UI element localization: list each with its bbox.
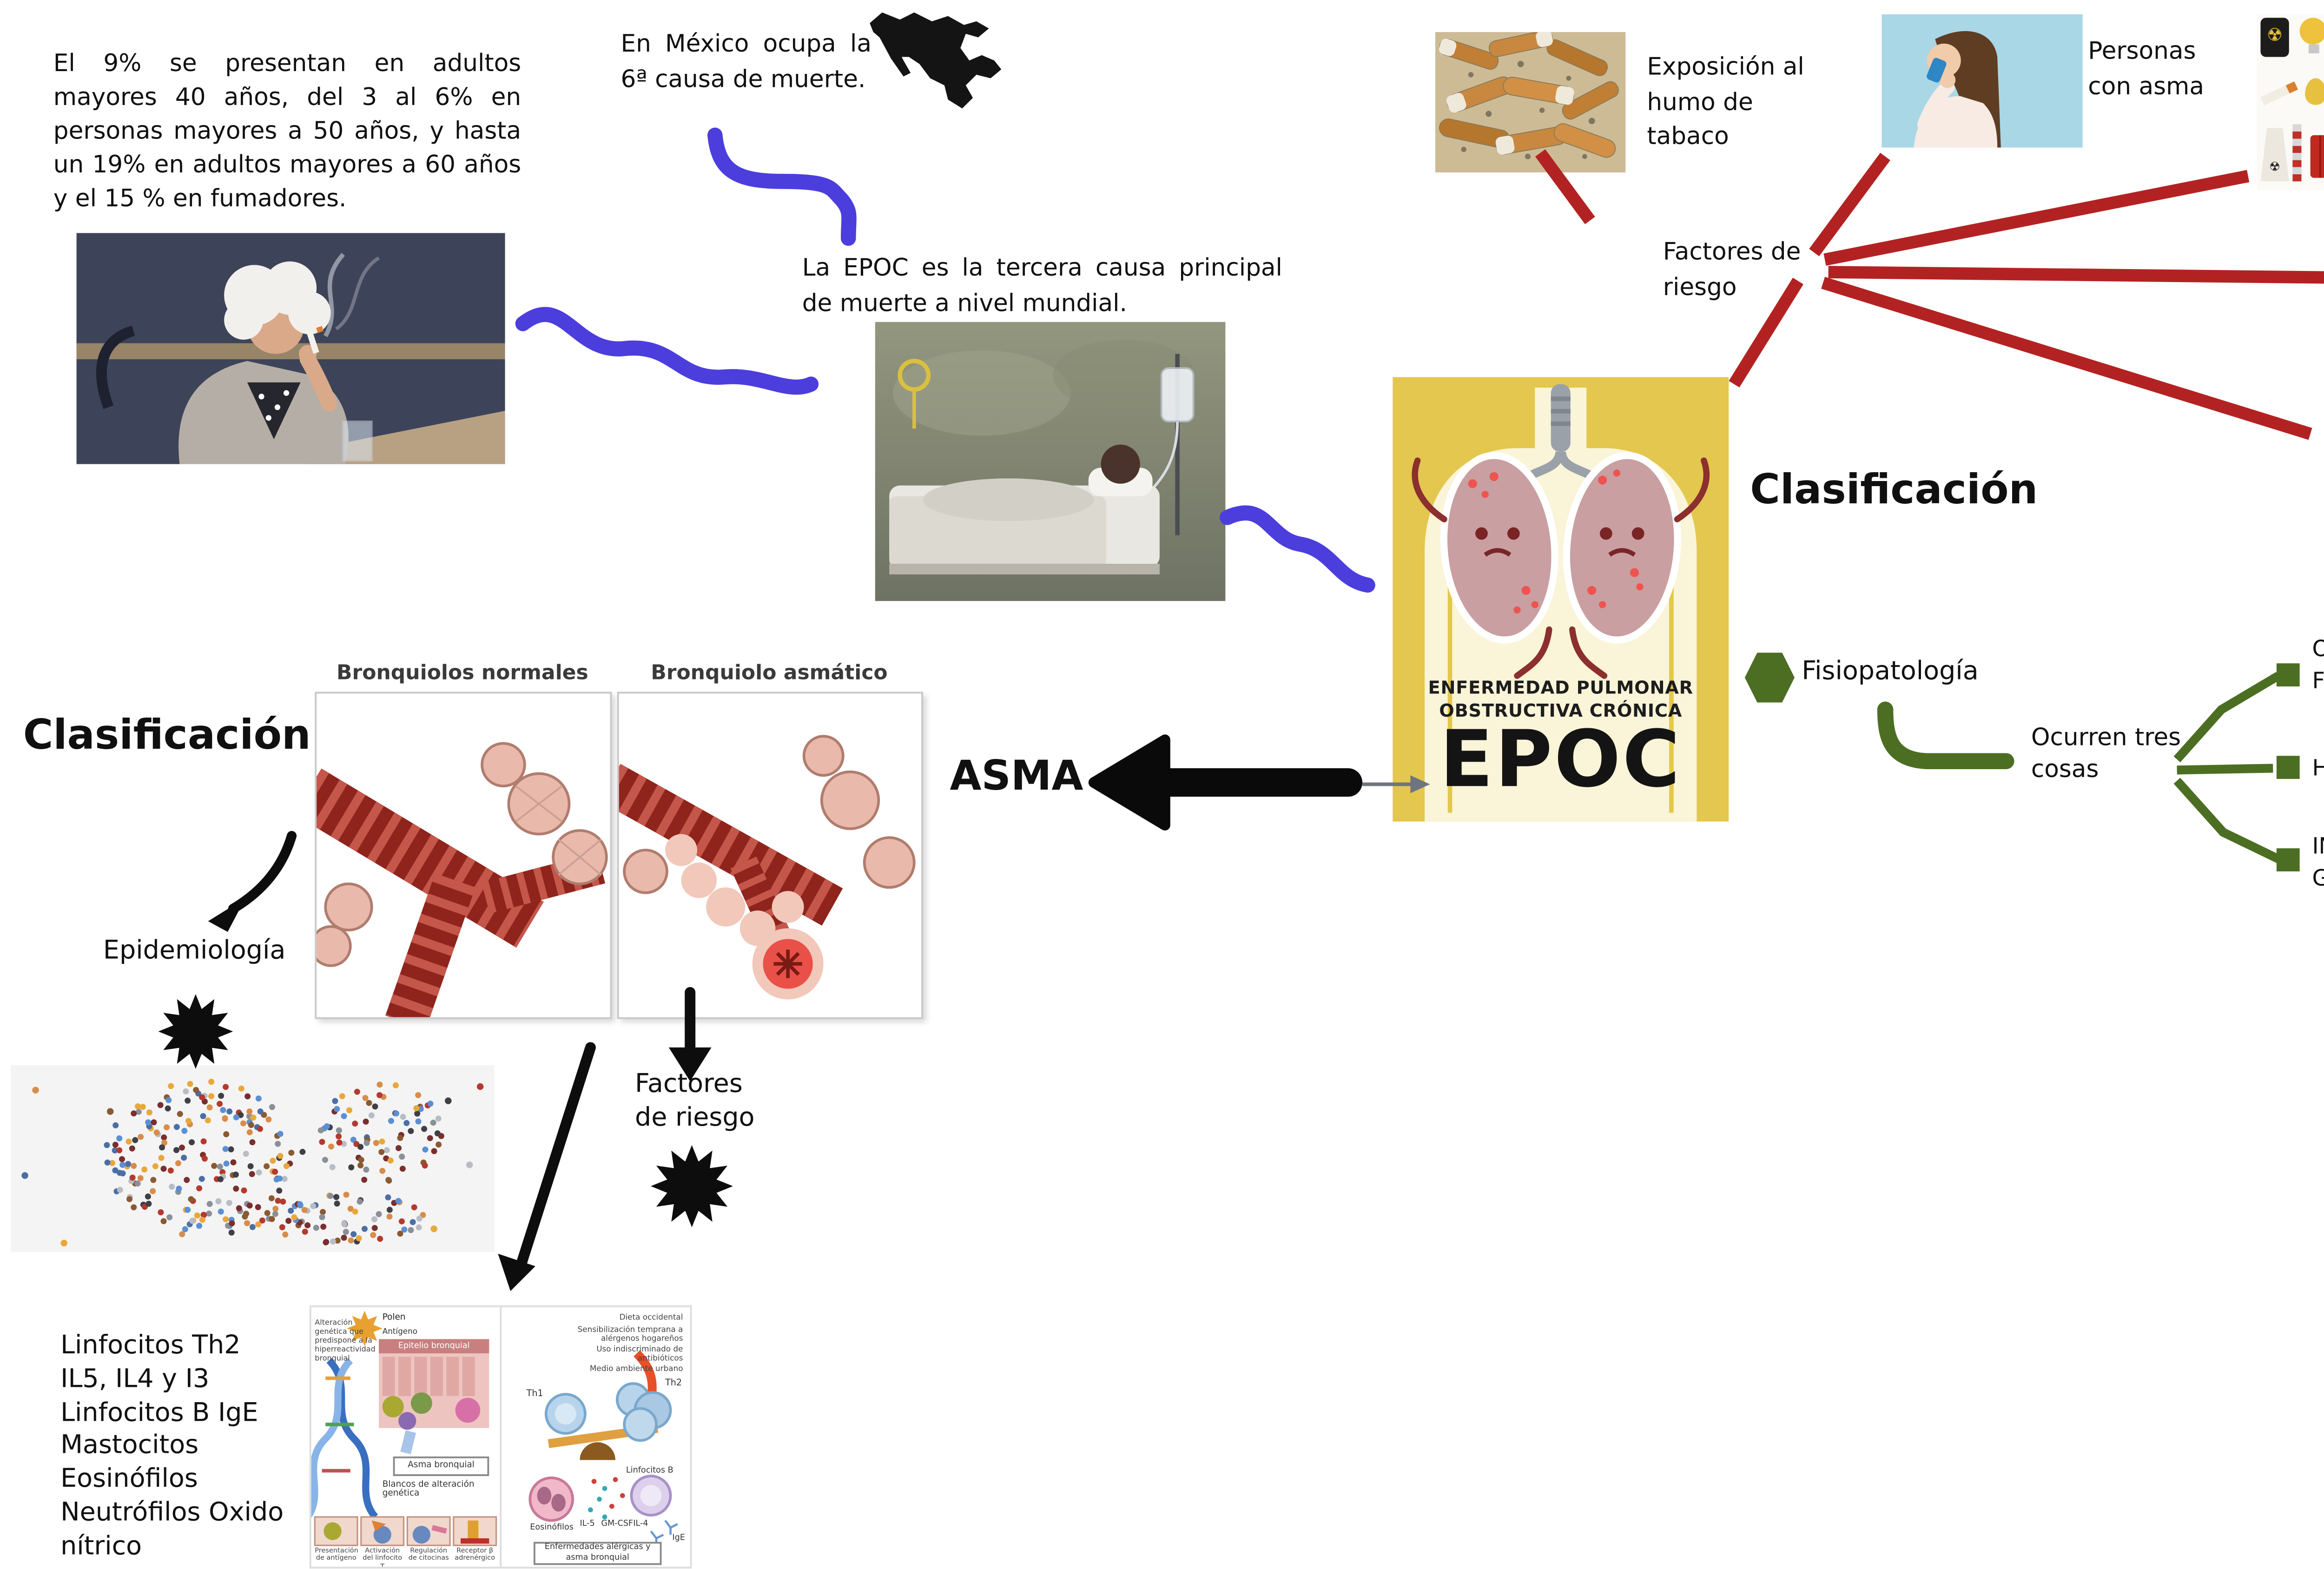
lightbulb-base [2308,44,2319,53]
right-pathway-th1: Th1 [526,1389,543,1400]
hexagon-icon [1744,653,1795,703]
cigarette-icon [2260,81,2298,105]
green-curve-connector [1877,701,2014,769]
right-pathway-linfocitosb: Linfocitos B [626,1467,673,1476]
outcome-hiperinflacion: HIPERINFLACIÓN [2312,752,2324,784]
right-pathway-th2: Th2 [665,1378,682,1389]
oil-drop-icon [2305,78,2324,105]
asma-arrow-head-icon [1088,734,1170,831]
connector-hospital-to-epoc [1220,505,1375,593]
panel-caption: Regulación de citocinas [408,1545,449,1562]
photo-fumadora-mayor [76,233,505,464]
mexico-note: En México ocupa la 6ª causa de muerte. [621,30,872,93]
diagonal-arrow-head-icon [498,1253,535,1292]
panel-caption: Presentación de antígeno [315,1545,358,1562]
cooling-tower-icon: ☢ [2260,128,2289,182]
mediadores-line: nítrico [60,1532,142,1561]
heading-clasificacion-asma: Clasificación [23,713,311,759]
figura-bronquiolo-asmatico [617,692,923,1019]
figura-patogenia-asma: Alteración genética que predispone a la … [309,1305,502,1569]
right-pathway-note: Medio ambiente urbano [589,1365,683,1375]
red-link-asthma [1809,152,1890,257]
photo-mujer-inhalador [1882,14,2083,148]
diagonal-arrow-mediadores [515,1042,596,1270]
green-branch-3 [2173,778,2280,863]
outcome-obstruccion: OBSTRUCCION DE FLUJO DEL AIRE [2312,635,2324,693]
mediadores-line: Eosinófilos [60,1465,198,1494]
dynamite-icon [2310,135,2324,178]
caption-bronquiolos-normales: Bronquiolos normales [336,659,588,685]
stats-paragraph: El 9% se presentan en adultos mayores 40… [53,50,522,214]
clipart-sustancias-peligrosas: ☢ ✶ ☢ ☣ ☢ ☣ ☠ [2257,14,2324,191]
connector-smoker-to-hospital [515,307,819,395]
label-fisiopatologia: Fisiopatología [1802,658,1979,687]
left-pathway-blancos: Blancos de alteración genética [382,1481,475,1499]
label-epidemiologia: Epidemiología [103,937,286,966]
green-branch-1 [2173,672,2281,763]
curved-arrow-head-icon [208,898,246,932]
poster-epoc: ENFERMEDAD PULMONAR OBSTRUCTIVA CRÓNICA … [1393,377,1729,822]
right-pathway-note: Dieta occidental [619,1314,683,1323]
connector-mexico-to-hospital [707,127,857,246]
figura-balanza-th1-th2: Dieta occidental Sensibilización tempran… [500,1305,692,1569]
photo-paciente-hospital [875,322,1226,601]
heading-clasificacion-epoc: Clasificación [1750,468,2038,514]
right-pathway-ige: IgE [672,1535,685,1544]
left-pathway-note: Alteración genética que predispone a la … [315,1318,376,1363]
right-pathway-eosinofilos: Eosinófilos [530,1524,574,1533]
panel-caption: Activación del linfocito T [363,1545,403,1569]
mediadores-line: Neutrófilos Oxido [60,1499,284,1528]
left-pathway-asma-bronquial: Asma bronquial [393,1456,489,1476]
right-pathway-il4: IL-4 [633,1520,648,1529]
right-pathway-note: Uso indiscriminado de antibióticos [596,1346,683,1364]
red-link-genetic [1821,277,2312,440]
label-factores-asma: Factores de riesgo [635,1070,755,1133]
starburst-icon [158,994,233,1069]
label-ocurren-tres-cosas: Ocurren tres cosas [2031,724,2181,784]
curved-arrow-epidemiologia [228,831,297,914]
green-square-icon [2276,756,2300,779]
right-pathway-il5: IL-5 [580,1520,595,1529]
left-pathway-epitelio: Epitelio bronquial [398,1342,470,1351]
node-factores-de-riesgo: Factores de riesgo [1663,238,1801,302]
poster-subtitle-1: ENFERMEDAD PULMONAR [1428,679,1693,699]
outcome-intercambio: INTERCAMBIO DE GASES [2312,832,2324,890]
figura-bronquiolos-normales [315,692,612,1019]
green-branch-2 [2177,764,2273,775]
label-tobacco: Exposición al humo de tabaco [1647,53,1804,152]
poster-subtitle-2: OBSTRUCTIVA CRÓNICA [1439,702,1683,722]
mediadores-line: Linfocitos B IgE [60,1398,258,1428]
photo-colillas-tabaco [1435,32,1626,173]
world-note: La EPOC es la tercera causa principal de… [802,254,1282,318]
left-pathway-antigeno: Antígeno [382,1328,418,1338]
right-pathway-note: Sensibilización temprana a alérgenos hog… [577,1326,683,1345]
chimney-icon [2292,124,2302,182]
green-square-icon [2276,663,2300,687]
right-pathway-bottom-box: Enfermedades alérgicas y asma bronquial [533,1542,662,1565]
node-asma: ASMA [950,754,1083,800]
red-link-fuel-gases [1828,266,2324,284]
illustration-poblacion [10,1065,495,1252]
lightbulb-icon [2299,18,2324,45]
mediadores-list: Linfocitos Th2 IL5, IL4 y I3 Linfocitos … [60,1330,284,1564]
mediadores-line: Linfocitos Th2 [60,1332,241,1361]
label-personas-con-asma: Personas con asma [2088,37,2205,101]
red-link-occupational [1823,170,2250,266]
left-pathway-polen: Polen [382,1314,406,1323]
starburst-icon [651,1145,733,1227]
mexico-map-icon [865,5,1003,115]
mediadores-line: IL5, IL4 y I3 [60,1365,210,1394]
panel-caption: Receptor β adrenérgico [455,1545,495,1562]
mediadores-line: Mastocitos [60,1432,199,1461]
green-square-icon [2276,848,2300,871]
right-pathway-gmcsf: GM-CSF [601,1520,634,1529]
caption-bronquiolo-asmatico: Bronquiolo asmático [651,659,888,685]
poster-title-epoc: EPOC [1439,715,1682,806]
radioactive-barrel-icon: ☢ [2260,18,2289,57]
